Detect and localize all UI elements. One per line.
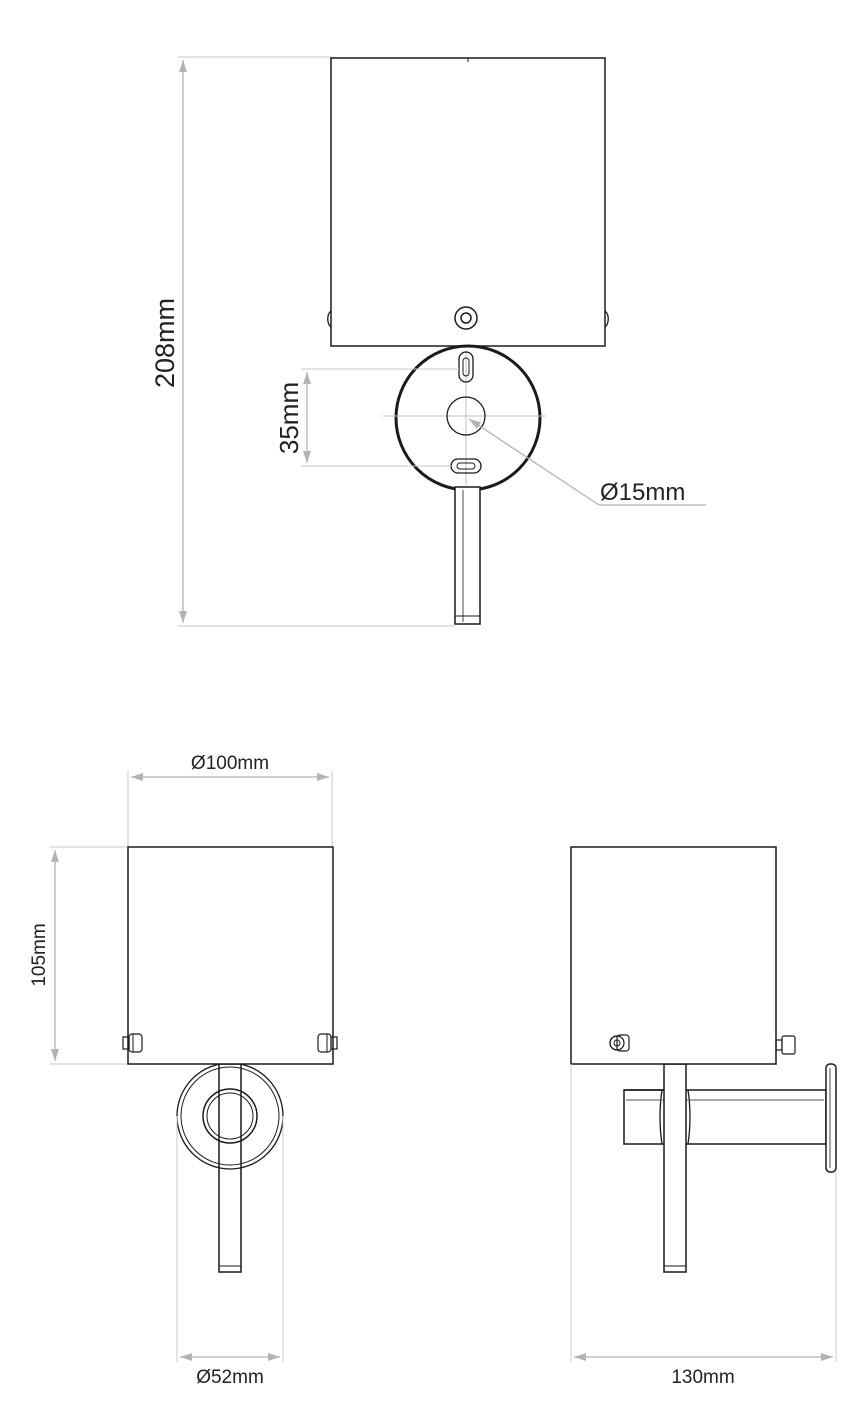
arm-socket-inner [206,1092,254,1140]
left-knob-icon [122,1033,143,1053]
side-switch-icon [775,1035,796,1055]
shade-outline [127,846,334,1065]
backplate-ring-mid [180,1066,280,1166]
arm-socket-outer [202,1088,258,1144]
switch-knob-icon [454,306,478,330]
left-knob-icon [327,310,332,328]
shade-outline [330,57,606,347]
top-slot-icon [458,351,474,383]
arm-stem [454,486,481,625]
bore-leader-line [468,418,600,506]
backplate-outer [394,344,542,492]
stem-joint [659,1089,691,1145]
front-view-bottom: Ø100mm 105mm Ø52mm [29,753,338,1388]
bottom-slot-inner [456,462,476,470]
switch-knob-inner [460,312,472,324]
side-view: 130mm [570,846,837,1388]
shade-height-label: 105mm [29,923,50,986]
bore-circle [446,396,486,436]
bore-diameter-label: Ø15mm [600,479,685,506]
slot-spacing-label: 35mm [274,382,304,454]
front-knob-icon [609,1034,630,1052]
shade-diameter-label: Ø100mm [191,753,269,774]
right-knob-icon [317,1033,338,1053]
backplate-diameter-label: Ø52mm [196,1367,264,1388]
top-slot-inner [462,357,470,377]
wall-plate [825,1063,837,1173]
projection-label: 130mm [671,1367,734,1388]
front-view-top: 208mm 35mm Ø15mm [150,56,706,627]
shade-outline [570,846,777,1065]
right-knob-icon [604,310,609,328]
vertical-stem [663,1063,687,1273]
horizontal-arm [623,1089,827,1145]
overall-height-label: 208mm [150,298,180,388]
